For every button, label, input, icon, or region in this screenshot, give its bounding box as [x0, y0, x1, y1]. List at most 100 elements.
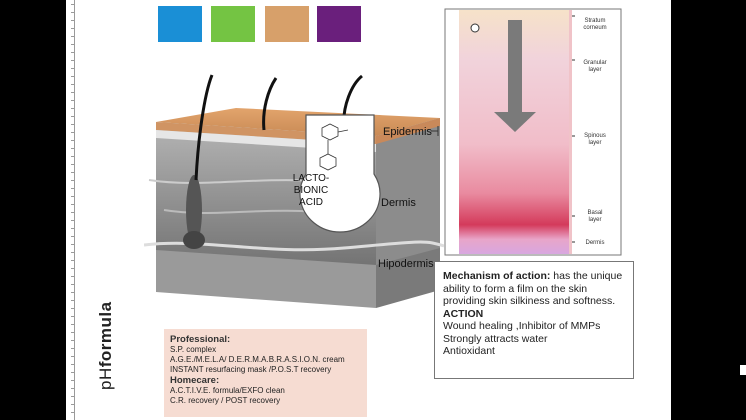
granular-line-1: Granular: [583, 60, 607, 66]
lacto-line-3: ACID: [299, 197, 323, 208]
professional-item: A.G.E./M.E.L.A/ D.E.R.M.A.B.R.A.S.I.O.N.…: [170, 355, 345, 364]
ruler-tick: [71, 356, 74, 357]
homecare-heading: Homecare:: [170, 375, 220, 386]
ruler-tick: [71, 244, 74, 245]
action-heading: ACTION: [443, 307, 484, 320]
mechanism-of-action-box: Mechanism of action: has the unique abil…: [434, 261, 634, 379]
ruler-tick: [71, 340, 74, 341]
ruler-tick: [71, 100, 74, 101]
ruler-tick: [71, 324, 74, 325]
brand-light: pH: [96, 367, 115, 390]
mechanism-heading: Mechanism of action:: [443, 270, 551, 282]
ruler-tick: [71, 76, 74, 77]
professional-item: INSTANT resurfacing mask /P.O.S.T recove…: [170, 365, 332, 374]
ruler-tick: [71, 228, 74, 229]
ruler-tick: [71, 348, 74, 349]
ruler-tick: [71, 36, 74, 37]
lactobionic-acid-label: LACTO- BIONIC ACID: [283, 173, 339, 209]
ruler-tick: [71, 380, 74, 381]
ruler-tick: [71, 396, 74, 397]
ruler-tick: [71, 220, 74, 221]
phformula-logo: pHformula: [96, 301, 116, 390]
brand-bold: formula: [96, 301, 115, 368]
ruler-tick: [71, 252, 74, 253]
basal-layer-label: Basal layer: [575, 210, 615, 224]
vertical-ruler: [66, 0, 75, 420]
ruler-tick: [71, 180, 74, 181]
ruler-tick: [71, 308, 74, 309]
epidermis-label: Epidermis: [383, 126, 432, 138]
ruler-tick: [71, 84, 74, 85]
stratum-line-1: Stratum: [584, 18, 606, 24]
ruler-tick: [71, 44, 74, 45]
ruler-tick: [71, 52, 74, 53]
ruler-tick: [71, 364, 74, 365]
homecare-item: C.R. recovery / POST recovery: [170, 396, 281, 405]
professional-homecare-box: Professional: S.P. complex A.G.E./M.E.L.…: [164, 329, 367, 417]
ruler-tick: [71, 404, 74, 405]
ruler-tick: [71, 132, 74, 133]
ruler-tick: [71, 268, 74, 269]
lacto-line-2: BIONIC: [293, 185, 329, 196]
stratum-line-2: corneum: [583, 25, 607, 31]
ruler-tick: [71, 108, 74, 109]
ruler-tick: [71, 260, 74, 261]
ruler-tick: [71, 276, 74, 277]
granular-layer-label: Granular layer: [575, 60, 615, 74]
mechanism-paragraph: Mechanism of action: has the unique abil…: [443, 270, 625, 308]
ruler-tick: [71, 140, 74, 141]
spinous-line-1: Spinous: [584, 133, 606, 139]
swatch-green: [211, 6, 255, 42]
ruler-tick: [71, 12, 74, 13]
skin-cross-section-illustration: [144, 74, 444, 308]
action-item: Strongly attracts water: [443, 332, 548, 345]
spinous-line-2: layer: [588, 140, 602, 146]
ruler-tick: [71, 116, 74, 117]
ruler-tick: [71, 284, 74, 285]
basal-line-1: Basal: [587, 210, 603, 216]
ruler-tick: [71, 412, 74, 413]
ruler-tick: [71, 164, 74, 165]
ruler-tick: [71, 172, 74, 173]
granular-line-2: layer: [588, 67, 602, 73]
ruler-tick: [71, 388, 74, 389]
ruler-tick: [71, 292, 74, 293]
hipodermis-label: Hipodermis: [378, 258, 434, 270]
ruler-tick: [71, 300, 74, 301]
ruler-tick: [71, 28, 74, 29]
epidermis-layers-panel: [444, 8, 622, 256]
ruler-tick: [71, 156, 74, 157]
epidermis-bracket: [431, 126, 439, 136]
homecare-item: A.C.T.I.V.E. formula/EXFO clean: [170, 386, 285, 395]
ruler-tick: [71, 332, 74, 333]
ruler-tick: [71, 316, 74, 317]
action-item: Wound healing ,Inhibitor of MMPs: [443, 320, 601, 332]
swatch-purple: [317, 6, 361, 42]
action-item: Antioxidant: [443, 345, 495, 357]
ruler-tick: [71, 148, 74, 149]
dermis-layer-label: Dermis: [585, 240, 605, 246]
swatch-blue: [158, 6, 202, 42]
professional-item: S.P. complex: [170, 345, 217, 354]
lacto-line-1: LACTO-: [292, 173, 330, 184]
ruler-tick: [71, 212, 74, 213]
basal-line-2: layer: [588, 217, 602, 223]
ruler-tick: [71, 196, 74, 197]
mechanism-text: has the unique ability to form a film on…: [443, 270, 623, 307]
dermis-label: Dermis: [381, 197, 416, 209]
ruler-tick: [71, 60, 74, 61]
professional-heading: Professional:: [170, 334, 231, 345]
swatch-tan: [265, 6, 309, 42]
ruler-tick: [71, 68, 74, 69]
ruler-tick: [71, 204, 74, 205]
slide: LACTO- BIONIC ACID Epidermis Dermis Hipo…: [66, 0, 671, 420]
ruler-tick: [71, 236, 74, 237]
ruler-tick: [71, 20, 74, 21]
ruler-tick: [71, 124, 74, 125]
ruler-tick: [71, 92, 74, 93]
window-edge-marker: [740, 365, 746, 375]
ruler-tick: [71, 4, 74, 5]
stratum-corneum-label: Stratum corneum: [575, 18, 615, 32]
ruler-tick: [71, 188, 74, 189]
ruler-tick: [71, 372, 74, 373]
